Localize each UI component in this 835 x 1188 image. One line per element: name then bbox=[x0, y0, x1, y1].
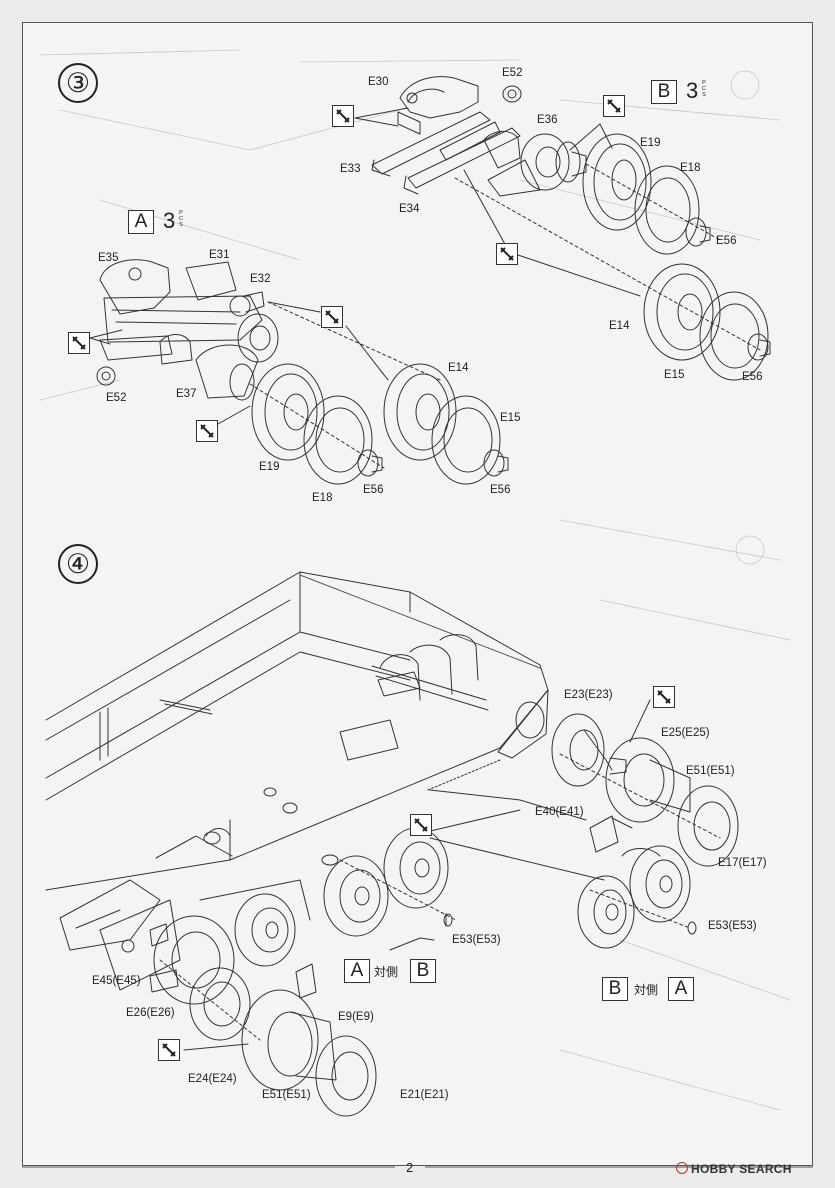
mirror-a-box: A bbox=[344, 959, 370, 983]
part-label: E51(E51) bbox=[686, 765, 735, 777]
mirror-b-box: B bbox=[410, 959, 436, 983]
step-4-number: ④ bbox=[58, 544, 98, 584]
part-label: E17(E17) bbox=[718, 857, 767, 869]
cut-knife-icon bbox=[653, 686, 675, 708]
page-number: 2 bbox=[406, 1160, 414, 1175]
part-label: E56 bbox=[490, 484, 511, 496]
group-b-qty: 3 bbox=[686, 78, 699, 103]
cut-knife-icon bbox=[158, 1039, 180, 1061]
part-label: E25(E25) bbox=[661, 727, 710, 739]
mirror-side-text: 対側 bbox=[374, 965, 399, 979]
step4-hull bbox=[46, 572, 548, 1004]
cut-knife-icon bbox=[496, 243, 518, 265]
step3-right-assembly bbox=[355, 77, 770, 380]
part-label: E56 bbox=[716, 235, 737, 247]
part-label: E19 bbox=[259, 461, 280, 473]
part-label: E40(E41) bbox=[535, 806, 584, 818]
part-label: E9(E9) bbox=[338, 1011, 374, 1023]
step4-left-wheels bbox=[150, 828, 456, 1116]
part-label: E34 bbox=[399, 203, 420, 215]
cut-knife-icon bbox=[332, 105, 354, 127]
part-label: E30 bbox=[368, 76, 389, 88]
part-label: E51(E51) bbox=[262, 1089, 311, 1101]
step4-right-wheels bbox=[426, 700, 738, 948]
part-label: E35 bbox=[98, 252, 119, 264]
cut-knife-icon bbox=[603, 95, 625, 117]
part-label: E18 bbox=[680, 162, 701, 174]
part-label: E37 bbox=[176, 388, 197, 400]
part-label: E19 bbox=[640, 137, 661, 149]
mirror-side-text: 対側 bbox=[634, 983, 659, 997]
part-label: E45(E45) bbox=[92, 975, 141, 987]
group-b-box: B bbox=[651, 80, 677, 104]
group-a-box: A bbox=[128, 210, 154, 234]
part-label: E23(E23) bbox=[564, 689, 613, 701]
part-label: E52 bbox=[502, 67, 523, 79]
watermark-logo-icon bbox=[676, 1162, 688, 1174]
part-label: E56 bbox=[742, 371, 763, 383]
part-label: E26(E26) bbox=[126, 1007, 175, 1019]
part-label: E53(E53) bbox=[708, 920, 757, 932]
part-label: E15 bbox=[664, 369, 685, 381]
cut-knife-icon bbox=[68, 332, 90, 354]
part-label: E24(E24) bbox=[188, 1073, 237, 1085]
part-label: E21(E21) bbox=[400, 1089, 449, 1101]
part-label: E36 bbox=[537, 114, 558, 126]
part-label: E14 bbox=[448, 362, 469, 374]
bleed-through bbox=[40, 50, 790, 1110]
part-label: E31 bbox=[209, 249, 230, 261]
cut-knife-icon bbox=[196, 420, 218, 442]
part-label: E53(E53) bbox=[452, 934, 501, 946]
part-label: E33 bbox=[340, 163, 361, 175]
part-label: E15 bbox=[500, 412, 521, 424]
group-a-qty: 3 bbox=[163, 208, 176, 233]
step3-left-assembly bbox=[90, 260, 508, 484]
cut-knife-icon bbox=[321, 306, 343, 328]
part-label: E14 bbox=[609, 320, 630, 332]
mirror-b-box: B bbox=[602, 977, 628, 1001]
part-label: E56 bbox=[363, 484, 384, 496]
watermark: HOBBY SEARCH bbox=[676, 1162, 792, 1176]
cut-knife-icon bbox=[410, 814, 432, 836]
part-label: E18 bbox=[312, 492, 333, 504]
mirror-a-box: A bbox=[668, 977, 694, 1001]
part-label: E32 bbox=[250, 273, 271, 285]
step-3-number: ③ bbox=[58, 63, 98, 103]
part-label: E52 bbox=[106, 392, 127, 404]
